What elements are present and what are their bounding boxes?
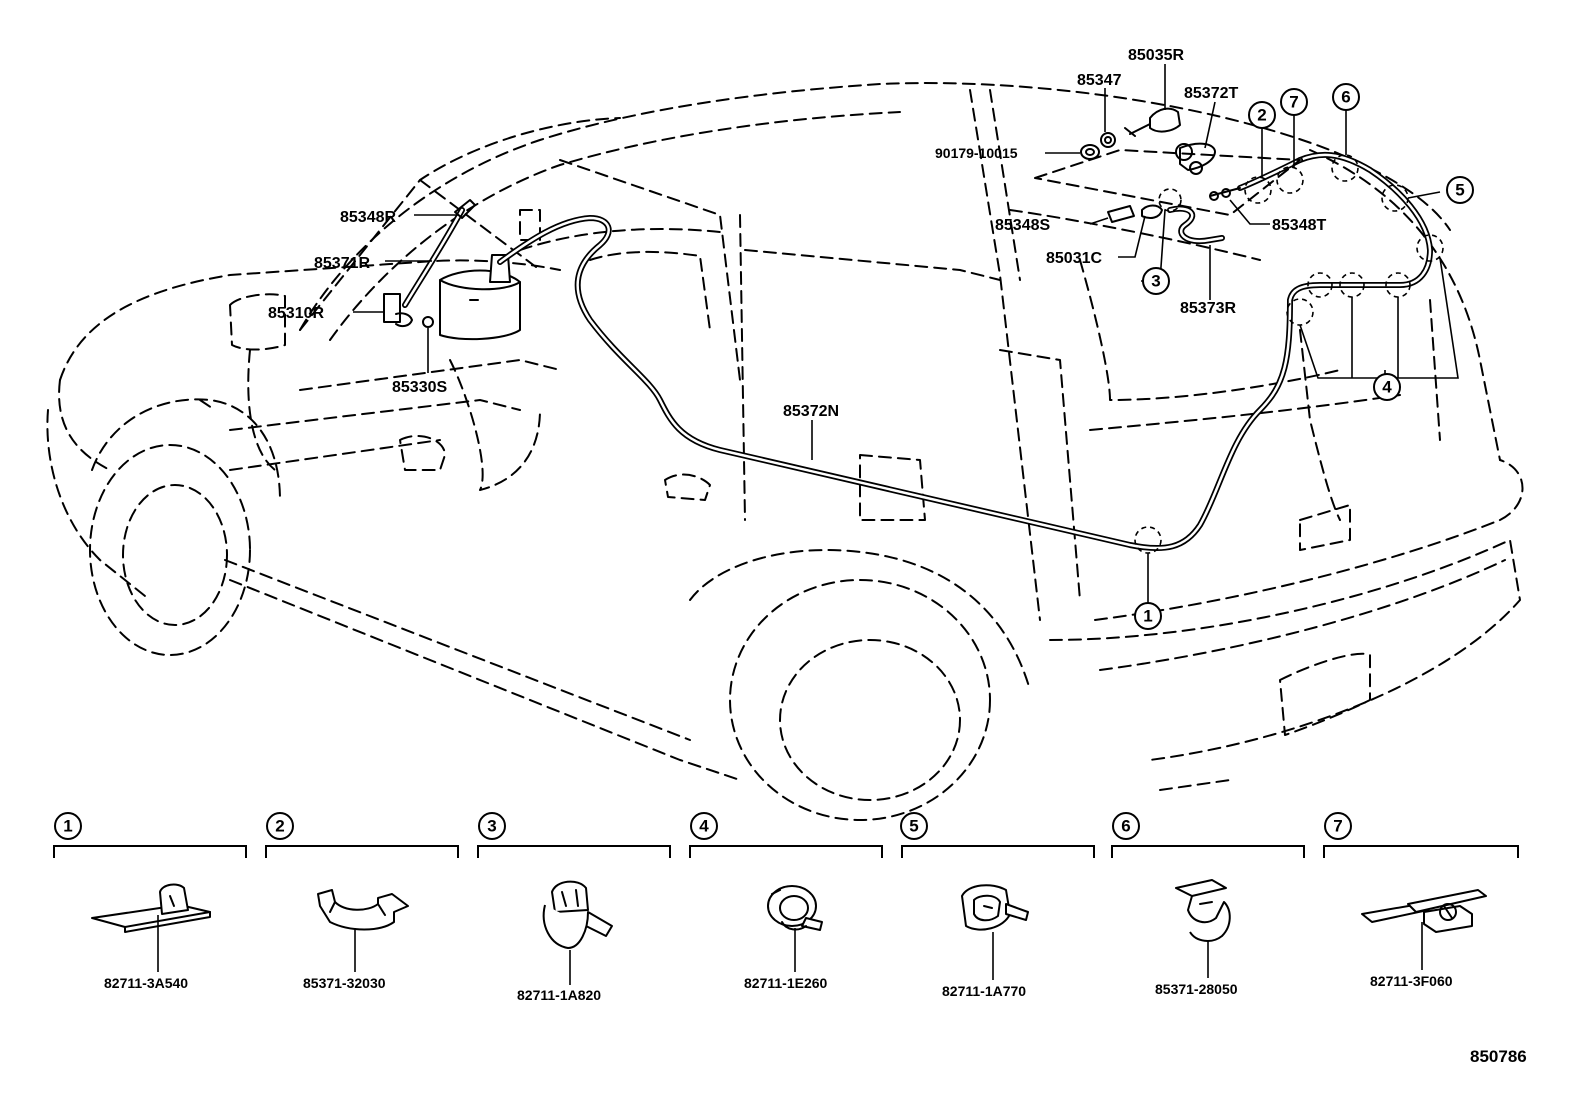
- vehicle-outline: [46, 82, 1524, 821]
- label-90179-10015: 90179-10015: [935, 145, 1018, 161]
- svg-text:5: 5: [1455, 181, 1464, 200]
- hook-clamp-icon: [1175, 879, 1231, 942]
- label-85372t: 85372T: [1184, 85, 1238, 102]
- callout-7: 7: [1280, 88, 1308, 116]
- clamp-detail-3: 3 82711-1A820: [477, 812, 671, 1003]
- part-number-82711-3f060: 82711-3F060: [1370, 973, 1453, 989]
- svg-text:7: 7: [1289, 93, 1298, 112]
- label-85348s: 85348S: [995, 217, 1050, 234]
- saddle-clip-icon: [317, 889, 409, 931]
- callout-2: 2: [1248, 101, 1276, 129]
- callout-4: 4: [1373, 373, 1401, 401]
- svg-text:1: 1: [1143, 607, 1152, 626]
- part-number-82711-1a770: 82711-1A770: [942, 983, 1026, 999]
- clamp-detail-5: 5 82711-1A770: [900, 812, 1095, 999]
- band-clamp-icon: [542, 880, 613, 949]
- callout-6: 6: [1332, 83, 1360, 111]
- leader-lines: [353, 64, 1459, 603]
- callout-3: 3: [1142, 267, 1170, 295]
- clamp-detail-6: 6 85371-28050: [1111, 812, 1305, 997]
- svg-text:3: 3: [1151, 272, 1160, 291]
- clamp-detail-1: 1 82711-3A540: [53, 812, 247, 991]
- label-85348r: 85348R: [340, 209, 396, 226]
- svg-text:6: 6: [1341, 88, 1350, 107]
- clamp-ring-3: [1158, 188, 1182, 212]
- label-85373r: 85373R: [1180, 300, 1236, 317]
- clamp-ring-5b: [1416, 234, 1444, 262]
- clamp-ring-4b: [1307, 272, 1333, 298]
- clamp-detail-7: 7 82711-3F060: [1323, 812, 1519, 989]
- part-number-82711-1e260: 82711-1E260: [744, 975, 828, 991]
- clamp-detail-2: 2 85371-32030: [265, 812, 459, 991]
- svg-text:5: 5: [909, 817, 918, 836]
- part-labels: 85035R 85347 85372T 90179-10015 85348S 8…: [268, 47, 1326, 420]
- part-number-82711-3a540: 82711-3A540: [104, 975, 188, 991]
- part-number-85371-32030: 85371-32030: [303, 975, 386, 991]
- clamp-ring-2: [1244, 176, 1272, 204]
- label-85372n: 85372N: [783, 403, 839, 420]
- ring-clamp-icon: [767, 885, 823, 931]
- rear-nozzle-assembly: [1034, 107, 1301, 245]
- label-85310r: 85310R: [268, 305, 324, 322]
- grommet-clamp-icon: [961, 884, 1029, 931]
- svg-text:2: 2: [1257, 106, 1266, 125]
- clamp-detail-4: 4 82711-1E260: [689, 812, 883, 991]
- label-85371r: 85371R: [314, 255, 370, 272]
- clamp-detail-row: 1 82711-3A540 2 85371-32030: [53, 812, 1519, 1003]
- svg-text:6: 6: [1121, 817, 1130, 836]
- svg-text:1: 1: [63, 817, 72, 836]
- part-number-85371-28050: 85371-28050: [1155, 981, 1238, 997]
- base-clip-icon: [1361, 889, 1487, 933]
- label-85035r: 85035R: [1128, 47, 1184, 64]
- svg-text:7: 7: [1333, 817, 1342, 836]
- clamp-ring-6: [1331, 154, 1359, 182]
- vehicle-callouts: 1 2 3 4 5 6 7: [1134, 83, 1474, 630]
- label-85347: 85347: [1077, 72, 1122, 89]
- svg-text:2: 2: [275, 817, 284, 836]
- callout-1: 1: [1134, 602, 1162, 630]
- washer-hose-85372n: [497, 151, 1433, 552]
- part-number-82711-1a820: 82711-1A820: [517, 987, 601, 1003]
- flat-clip-icon: [91, 883, 211, 933]
- label-85348t: 85348T: [1272, 217, 1326, 234]
- clamp-ring-7: [1276, 166, 1304, 194]
- svg-text:3: 3: [487, 817, 496, 836]
- washer-tank-assembly: [383, 199, 541, 341]
- figure-number: 850786: [1470, 1047, 1527, 1066]
- label-85330s: 85330S: [392, 379, 447, 396]
- label-85031c: 85031C: [1046, 250, 1102, 267]
- svg-text:4: 4: [1382, 378, 1392, 397]
- svg-text:4: 4: [699, 817, 709, 836]
- callout-5: 5: [1446, 176, 1474, 204]
